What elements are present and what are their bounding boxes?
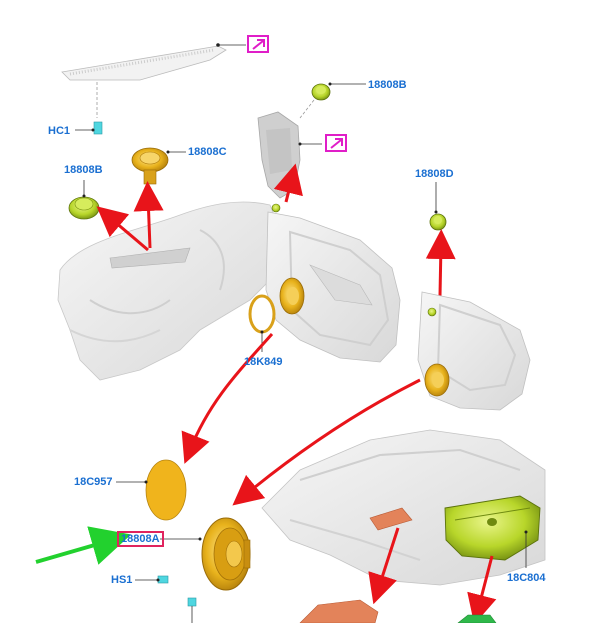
label-18c957: 18C957 — [74, 476, 113, 488]
speaker-18808a — [160, 517, 251, 591]
floor-pan — [261, 429, 546, 586]
label-18808a: 18808A — [117, 531, 164, 547]
arrow-to-18808d — [425, 229, 456, 297]
speaker-18808d — [429, 182, 447, 231]
arrow-to-a-pillar — [273, 163, 303, 203]
hs1-screw — [135, 575, 197, 623]
arrow-to-sub-part — [467, 555, 497, 623]
label-18c804: 18C804 — [507, 572, 546, 584]
external-link-arrow-icon — [330, 138, 343, 149]
speaker-18808c — [131, 147, 186, 185]
external-link-arrow-icon — [252, 39, 265, 50]
label-18808d: 18808D — [415, 168, 454, 180]
arrow-rear-to-18808a — [232, 378, 421, 506]
bottom-orange-panel — [299, 599, 379, 623]
arrow-to-18808b-left — [96, 206, 149, 252]
rear-door-panel — [417, 291, 531, 411]
label-18k849: 18K849 — [244, 356, 283, 368]
arrow-to-sub-panel — [368, 527, 400, 605]
link-box-top[interactable] — [247, 35, 269, 53]
arrow-to-18c957 — [181, 333, 274, 464]
hc1-clip — [75, 121, 103, 135]
speaker-18808b-top — [299, 82, 366, 119]
label-18808b-left: 18808B — [64, 164, 103, 176]
link-box-mid[interactable] — [325, 134, 347, 152]
label-18808b-top: 18808B — [368, 79, 407, 91]
green-pointer-arrow — [35, 526, 132, 565]
dashboard-panel — [57, 201, 281, 381]
front-door-panel — [265, 203, 401, 363]
label-18808c: 18808C — [188, 146, 227, 158]
top-grille-panel — [61, 43, 246, 118]
arrow-to-18808c — [133, 181, 164, 249]
ring-18k849 — [248, 294, 276, 352]
bottom-green-part — [457, 614, 497, 623]
label-hc1: HC1 — [48, 125, 71, 137]
label-hs1: HS1 — [111, 574, 133, 586]
cover-18c957 — [116, 459, 187, 521]
speaker-18808b-left — [68, 180, 100, 220]
